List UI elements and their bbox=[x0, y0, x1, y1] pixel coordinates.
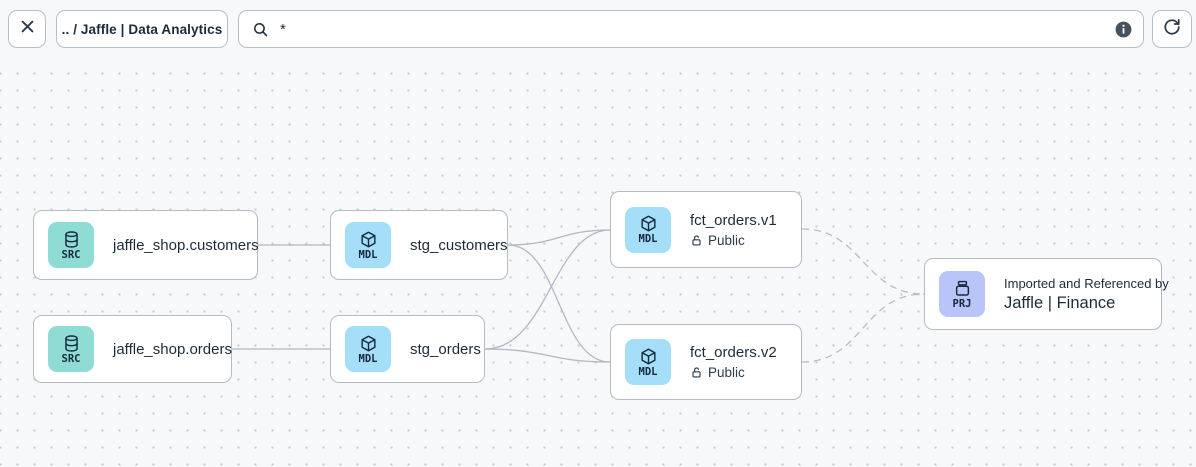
node-stg-orders[interactable]: MDL stg_orders bbox=[330, 315, 485, 383]
archive-icon bbox=[955, 280, 969, 296]
node-type-label: SRC bbox=[61, 352, 81, 365]
unlock-icon bbox=[692, 367, 701, 378]
refresh-button[interactable] bbox=[1152, 10, 1192, 48]
node-type-label: MDL bbox=[358, 352, 378, 365]
cube-icon bbox=[360, 335, 376, 352]
node-title: fct_orders.v2 bbox=[690, 344, 777, 361]
breadcrumb[interactable]: .. / Jaffle | Data Analytics bbox=[56, 10, 228, 48]
edge-stg-orders-to-fct-orders-v2 bbox=[484, 348, 611, 363]
breadcrumb-label: .. / Jaffle | Data Analytics bbox=[61, 21, 223, 37]
node-src-orders[interactable]: SRC jaffle_shop.orders bbox=[33, 315, 232, 383]
model-icon: MDL bbox=[345, 326, 391, 372]
project-icon: PRJ bbox=[939, 271, 985, 317]
edge-stg-customers-to-fct-orders-v2 bbox=[507, 244, 611, 363]
edge-stg-customers-to-fct-orders-v1 bbox=[507, 229, 611, 246]
access-label: Public bbox=[708, 232, 745, 248]
search-box[interactable] bbox=[238, 10, 1144, 48]
model-icon: MDL bbox=[345, 222, 391, 268]
node-title: Jaffle | Finance bbox=[1004, 293, 1116, 312]
close-button[interactable] bbox=[8, 10, 46, 48]
node-title: stg_customers bbox=[410, 236, 508, 254]
unlock-icon bbox=[692, 234, 701, 246]
source-icon: SRC bbox=[48, 222, 94, 268]
info-icon[interactable] bbox=[1114, 20, 1133, 39]
cube-icon bbox=[640, 348, 656, 365]
node-fct-orders-v2[interactable]: MDL fct_orders.v2 Public bbox=[610, 324, 802, 400]
node-type-label: MDL bbox=[638, 365, 658, 378]
database-icon bbox=[64, 231, 78, 248]
node-title: jaffle_shop.customers bbox=[113, 236, 259, 254]
node-title: jaffle_shop.orders bbox=[113, 340, 232, 358]
model-icon: MDL bbox=[625, 339, 671, 385]
node-stg-customers[interactable]: MDL stg_customers bbox=[330, 210, 508, 280]
access-badge: Public bbox=[690, 233, 777, 248]
node-type-label: MDL bbox=[358, 248, 378, 261]
edge-fct-orders-v1-to-project bbox=[801, 228, 925, 295]
access-label: Public bbox=[708, 365, 745, 380]
source-icon: SRC bbox=[48, 326, 94, 372]
node-subtitle: Imported and Referenced by bbox=[1004, 275, 1169, 291]
search-input[interactable] bbox=[278, 11, 1114, 47]
node-project-jaffle-finance[interactable]: PRJ Imported and Referenced by Jaffle | … bbox=[924, 258, 1169, 330]
model-icon: MDL bbox=[625, 206, 671, 253]
node-title: stg_orders bbox=[410, 340, 481, 358]
search-icon bbox=[253, 22, 268, 36]
node-title: fct_orders.v1 bbox=[690, 211, 777, 229]
cube-icon bbox=[360, 231, 376, 248]
edge-stg-orders-to-fct-orders-v1 bbox=[484, 229, 611, 350]
node-src-customers[interactable]: SRC jaffle_shop.customers bbox=[33, 210, 259, 280]
edge-fct-orders-v2-to-project bbox=[801, 293, 925, 363]
access-badge: Public bbox=[690, 365, 777, 380]
node-type-label: SRC bbox=[61, 248, 81, 261]
node-type-label: MDL bbox=[638, 233, 658, 246]
cube-icon bbox=[640, 215, 656, 232]
refresh-icon bbox=[1163, 18, 1181, 41]
database-icon bbox=[64, 335, 78, 352]
node-type-label: PRJ bbox=[952, 297, 972, 310]
node-fct-orders-v1[interactable]: MDL fct_orders.v1 Public bbox=[610, 191, 802, 268]
close-icon bbox=[19, 18, 36, 40]
